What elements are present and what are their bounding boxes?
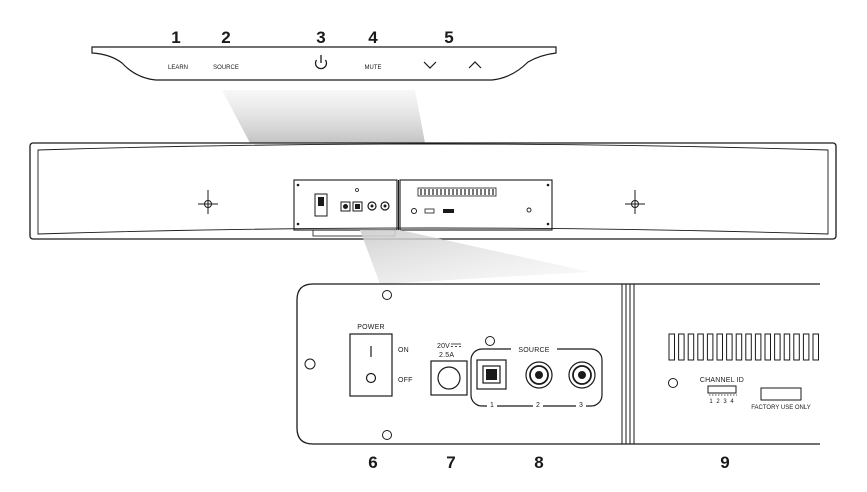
channel-id-pos-4: 4 <box>730 399 734 405</box>
callout-1: 1 <box>171 28 180 47</box>
power-off-label: OFF <box>398 377 413 384</box>
rca-input-2[interactable] <box>525 361 553 389</box>
vent-slots <box>668 333 819 361</box>
soundbar-rear-view <box>29 142 837 240</box>
callout-8: 8 <box>534 453 543 472</box>
factory-use-label: FACTORY USE ONLY <box>751 405 811 411</box>
callout-6: 6 <box>368 453 377 472</box>
magnify-beam-bottom <box>360 230 590 284</box>
callout-2: 2 <box>221 28 230 47</box>
chevron-down-icon[interactable] <box>423 61 437 69</box>
source-button[interactable]: SOURCE <box>213 65 239 71</box>
vent-slot <box>697 333 704 361</box>
magnify-beam-top <box>222 90 425 143</box>
power-on-label: ON <box>398 347 409 354</box>
mute-button[interactable]: MUTE <box>365 65 382 71</box>
vent-slot <box>764 333 771 361</box>
keyhole-left-icon <box>198 190 218 214</box>
callout-7: 7 <box>446 453 455 472</box>
vent-slot <box>793 333 800 361</box>
learn-button[interactable]: LEARN <box>168 65 188 71</box>
power-switch[interactable]: POWER ON OFF <box>349 324 413 397</box>
channel-id-label: CHANNEL ID <box>700 377 744 384</box>
vent-slots-small <box>420 189 494 195</box>
dc-current-label: 2.5A <box>439 352 454 359</box>
source-input-1-label: 1 <box>490 402 494 409</box>
channel-id-pos-1: 1 <box>709 399 713 405</box>
dc-voltage-label: 20V <box>437 343 450 350</box>
channel-id-pos-3: 3 <box>723 399 727 405</box>
factory-port: FACTORY USE ONLY <box>751 387 811 411</box>
vent-slot <box>726 333 733 361</box>
usb-input-1[interactable] <box>476 359 507 390</box>
vent-slot <box>706 333 714 361</box>
source-label: SOURCE <box>518 347 549 354</box>
callout-3: 3 <box>316 28 325 47</box>
vent-slot <box>754 333 762 361</box>
source-inputs: SOURCE 1 2 3 <box>470 345 603 409</box>
vent-slot <box>668 333 675 361</box>
channel-id-pos-2: 2 <box>716 399 720 405</box>
vent-slot <box>812 333 819 361</box>
callout-4: 4 <box>368 28 378 47</box>
vent-slot <box>783 333 791 361</box>
rear-panel-detail: POWER ON OFF 20V 2.5A SOURCE <box>296 283 820 445</box>
vent-slot <box>716 333 723 361</box>
vent-slot <box>802 333 810 361</box>
channel-id-switch[interactable]: CHANNEL ID 1 2 3 4 <box>700 377 744 405</box>
keyhole-right-icon <box>625 190 645 214</box>
dc-input-port[interactable]: 20V 2.5A <box>430 343 468 396</box>
vent-slot <box>678 333 685 361</box>
top-button-panel: 1 2 3 4 5 LEARN SOURCE MUTE <box>91 28 557 81</box>
vent-slot <box>735 333 743 361</box>
vent-slot <box>774 333 781 361</box>
callout-5: 5 <box>444 28 453 47</box>
power-icon[interactable] <box>314 55 328 70</box>
chevron-up-icon[interactable] <box>468 61 482 69</box>
source-input-2-label: 2 <box>536 402 540 409</box>
vent-slot <box>745 333 752 361</box>
vent-slot <box>687 333 695 361</box>
source-input-3-label: 3 <box>579 402 583 409</box>
callout-9: 9 <box>720 453 729 472</box>
rca-input-3[interactable] <box>568 361 596 389</box>
power-label: POWER <box>357 324 384 331</box>
